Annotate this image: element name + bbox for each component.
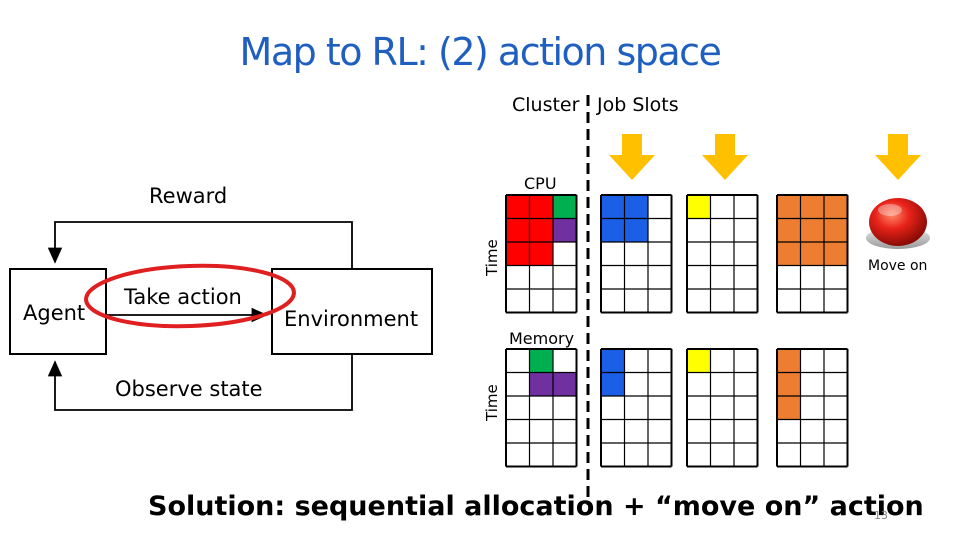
allocated-block	[687, 195, 711, 219]
take-action-label: Take action	[124, 285, 242, 309]
cluster-memory-grid	[505, 348, 578, 468]
down-arrow-icon	[702, 134, 748, 180]
slot2-cpu-grid	[686, 194, 759, 314]
slot2-memory-grid	[686, 348, 759, 468]
memory-label: Memory	[509, 329, 575, 348]
reward-arrow	[47, 221, 353, 269]
allocated-block	[553, 218, 577, 242]
allocated-block	[777, 195, 848, 266]
reward-label: Reward	[149, 184, 228, 208]
observe-state-label: Observe state	[115, 377, 263, 401]
cluster-cpu-grid	[505, 194, 578, 314]
down-arrow-icon	[609, 134, 655, 180]
slot3-memory-grid	[776, 348, 849, 468]
agent-label: Agent	[23, 301, 86, 325]
observe-arrow	[47, 354, 353, 411]
memory-time-axis-label: Time	[483, 384, 501, 421]
move-on-label: Move on	[868, 258, 928, 274]
down-arrow-icon	[875, 134, 921, 180]
slot1-memory-grid	[600, 348, 673, 468]
page-number: 13	[874, 509, 888, 522]
cpu-label: CPU	[524, 174, 557, 193]
environment-label: Environment	[284, 307, 419, 331]
allocated-block	[777, 349, 801, 420]
allocated-block	[529, 349, 553, 373]
cpu-time-axis-label: Time	[483, 239, 501, 276]
job-slots-label: Job Slots	[597, 94, 679, 116]
slot1-cpu-grid	[600, 194, 673, 314]
agent-box	[9, 268, 107, 355]
resource-grids	[505, 194, 849, 468]
cluster-label: Cluster	[512, 94, 580, 116]
allocated-block	[553, 195, 577, 219]
red-button-icon	[866, 198, 930, 249]
allocated-block	[687, 349, 711, 373]
take-action-highlight	[84, 263, 296, 329]
slide-title: Map to RL: (2) action space	[239, 30, 722, 74]
slot3-cpu-grid	[776, 194, 849, 314]
solution-text: Solution: sequential allocation + “move …	[148, 491, 924, 522]
